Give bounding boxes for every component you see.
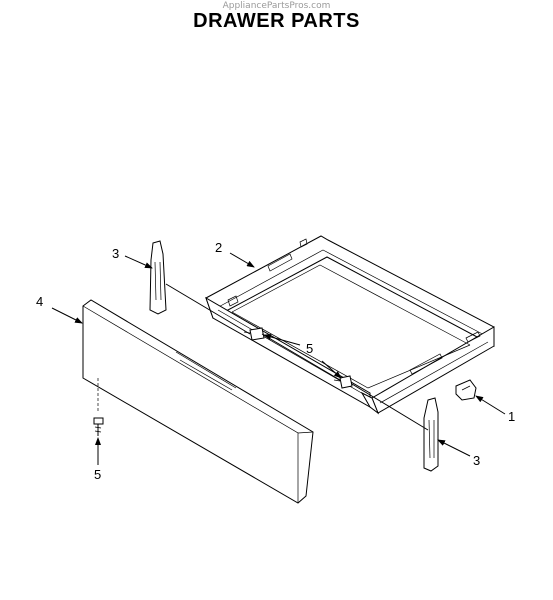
page-title: DRAWER PARTS xyxy=(193,10,360,32)
screw-bottom xyxy=(93,417,104,436)
drawer-stop-part xyxy=(455,379,477,401)
callout-5-right: 5 xyxy=(306,341,313,356)
screw-right xyxy=(333,375,353,389)
drawer-front-panel xyxy=(82,299,314,504)
slide-bracket-right xyxy=(423,397,439,472)
assembly-lines xyxy=(97,283,429,431)
watermark: AppliancePartsPros.com xyxy=(222,1,331,11)
callout-3-left: 3 xyxy=(112,246,119,261)
callout-leaders xyxy=(51,252,506,465)
callout-3-right: 3 xyxy=(473,453,480,468)
callout-2: 2 xyxy=(215,240,222,255)
callout-1: 1 xyxy=(508,409,515,424)
callout-5-bottom: 5 xyxy=(94,467,101,482)
slide-bracket-left xyxy=(149,240,167,315)
callout-4: 4 xyxy=(36,294,43,309)
